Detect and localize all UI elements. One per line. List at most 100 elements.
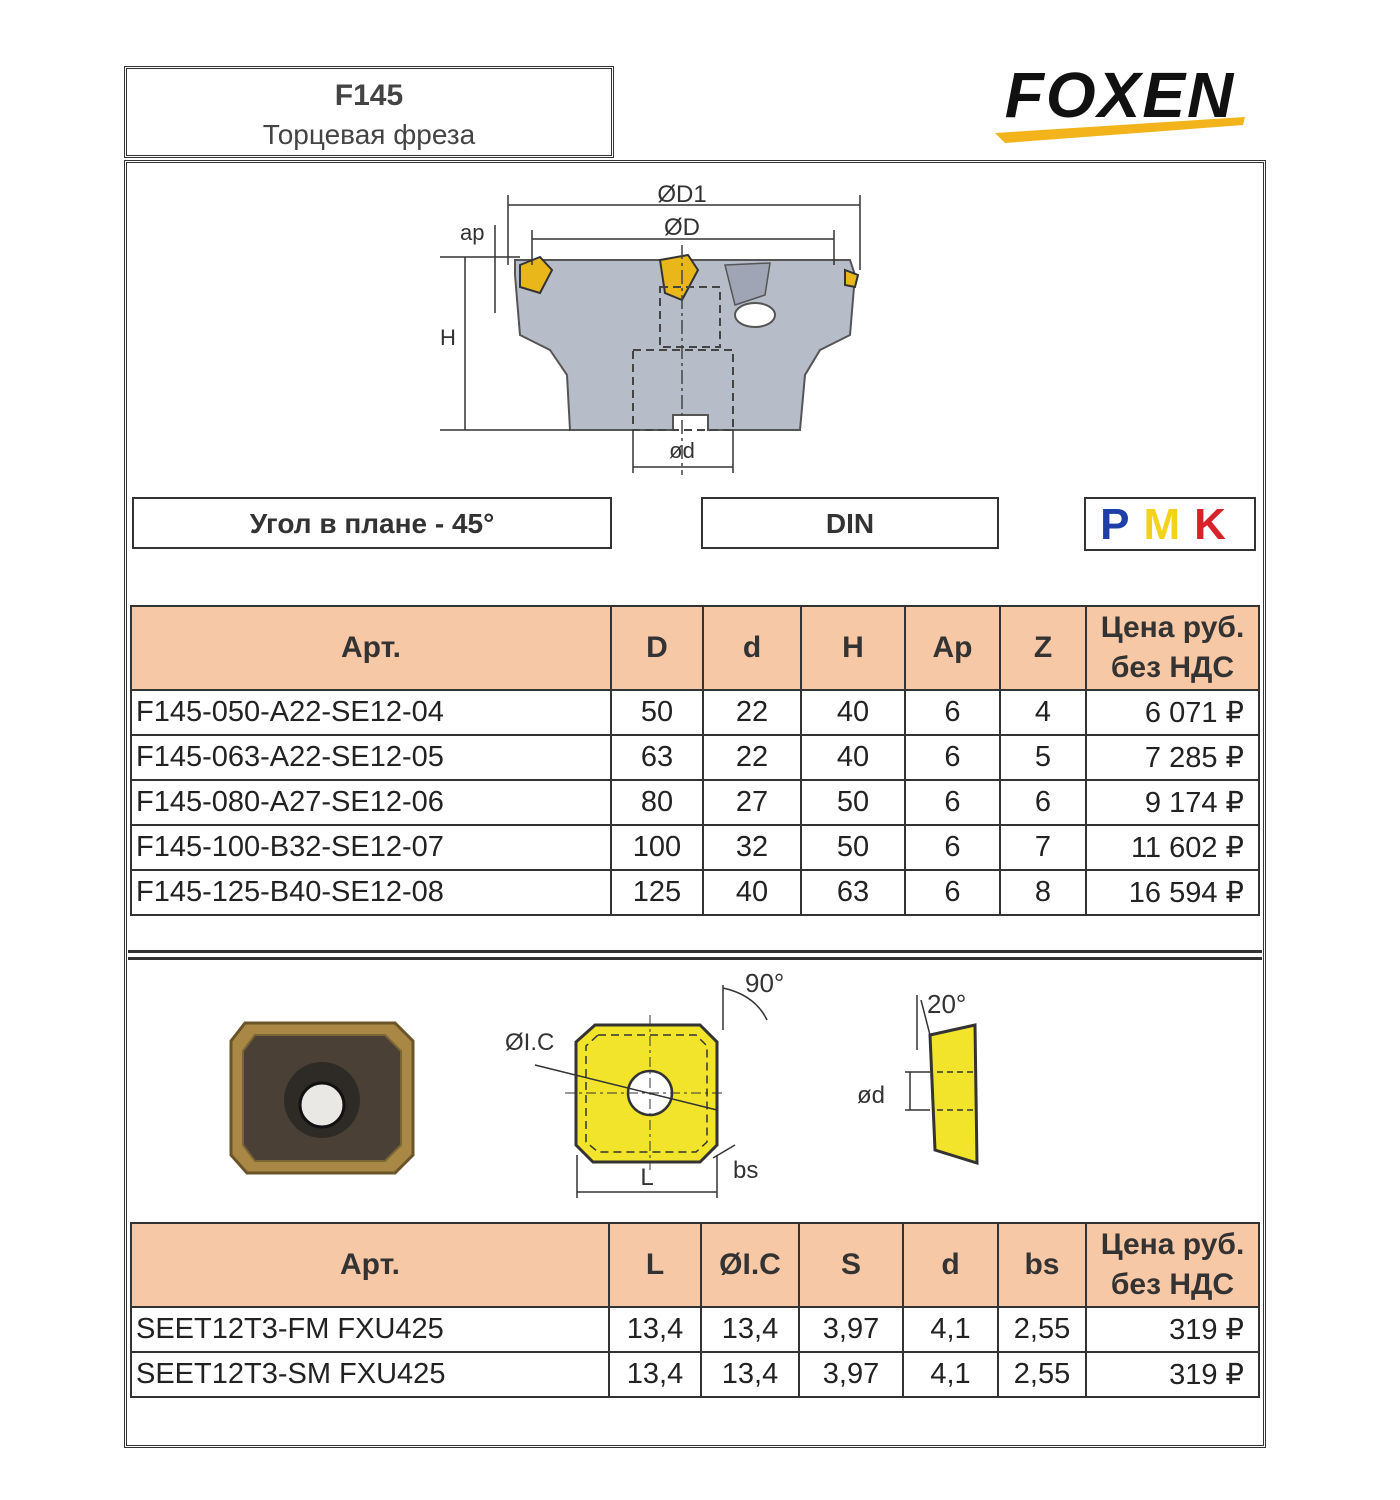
- insert-top-diagram: 90° ØI.C bs L: [505, 968, 784, 1198]
- col-bs: bs: [997, 1222, 1087, 1308]
- col-s: S: [798, 1222, 904, 1308]
- cell-s: 3,97: [798, 1306, 904, 1353]
- col-ic: ØI.C: [700, 1222, 800, 1308]
- table-row: F145-125-B40-SE12-08 125 40 63 6 8 16 59…: [130, 869, 1260, 916]
- product-code: F145: [334, 79, 404, 112]
- cell-ap: 6: [904, 779, 1001, 826]
- cell-ic: 13,4: [700, 1306, 800, 1353]
- col-price: Цена руб. без НДС: [1085, 1222, 1260, 1308]
- cell-z: 5: [999, 734, 1087, 781]
- angle-box: Угол в плане - 45°: [132, 497, 612, 549]
- label-angle20: 20°: [927, 989, 966, 1019]
- cell-d: 125: [610, 869, 704, 916]
- col-ap: Ap: [904, 605, 1001, 691]
- label-d: ØD: [664, 214, 700, 241]
- cell-art: SEET12T3-FM FXU425: [130, 1306, 610, 1353]
- cell-art: F145-080-A27-SE12-06: [130, 779, 612, 826]
- insert-side-diagram: 20° ød: [857, 989, 979, 1165]
- cell-art: SEET12T3-SM FXU425: [130, 1351, 610, 1398]
- insert-header-row: Арт. L ØI.C S d bs Цена руб. без НДС: [130, 1222, 1260, 1308]
- col-l: L: [608, 1222, 702, 1308]
- label-bore: ød: [669, 438, 695, 463]
- label-angle90: 90°: [745, 968, 784, 998]
- cell-price: 16 594 ₽: [1085, 869, 1260, 916]
- col-art: Арт.: [130, 1222, 610, 1308]
- label-side-d: ød: [857, 1082, 885, 1109]
- insert-right: [844, 268, 860, 289]
- cell-d: 80: [610, 779, 704, 826]
- material-box: PMK: [1084, 497, 1256, 551]
- table-row: SEET12T3-FM FXU425 13,4 13,4 3,97 4,1 2,…: [130, 1306, 1260, 1353]
- table-row: SEET12T3-SM FXU425 13,4 13,4 3,97 4,1 2,…: [130, 1351, 1260, 1398]
- cell-ap: 6: [904, 689, 1001, 736]
- cell-ic: 13,4: [700, 1351, 800, 1398]
- cell-bs: 2,55: [997, 1306, 1087, 1353]
- cell-price: 9 174 ₽: [1085, 779, 1260, 826]
- standard-box: DIN: [701, 497, 999, 549]
- cell-s: 3,97: [798, 1351, 904, 1398]
- cell-h: 63: [800, 869, 906, 916]
- cell-d: 63: [610, 734, 704, 781]
- col-d: D: [610, 605, 704, 691]
- cell-d: 50: [610, 689, 704, 736]
- standard-label: DIN: [825, 508, 875, 539]
- cell-ap: 6: [904, 734, 1001, 781]
- title-box: F145 Торцевая фреза: [124, 66, 614, 158]
- table-row: F145-080-A27-SE12-06 80 27 50 6 6 9 174 …: [130, 779, 1260, 826]
- cell-d: 4,1: [902, 1306, 999, 1353]
- cell-price: 319 ₽: [1085, 1351, 1260, 1398]
- face-mill-diagram: ØD1 ØD ap H ød: [440, 181, 861, 475]
- cell-z: 7: [999, 824, 1087, 871]
- cell-h: 40: [800, 734, 906, 781]
- col-h: H: [800, 605, 906, 691]
- section-divider: [128, 950, 1262, 960]
- cell-bore: 22: [702, 689, 802, 736]
- product-subtitle: Торцевая фреза: [262, 119, 476, 150]
- col-d: d: [902, 1222, 999, 1308]
- cutter-table: Арт. D d H Ap Z Цена руб. без НДС F145-0…: [130, 605, 1260, 916]
- cell-bore: 32: [702, 824, 802, 871]
- cell-price: 11 602 ₽: [1085, 824, 1260, 871]
- label-ap: ap: [460, 220, 484, 245]
- cell-ap: 6: [904, 869, 1001, 916]
- cell-price: 6 071 ₽: [1085, 689, 1260, 736]
- cell-d: 100: [610, 824, 704, 871]
- cell-h: 50: [800, 824, 906, 871]
- cell-d: 4,1: [902, 1351, 999, 1398]
- insert-table: Арт. L ØI.C S d bs Цена руб. без НДС SEE…: [130, 1222, 1260, 1398]
- foxen-logo: FOXEN: [995, 59, 1245, 143]
- cell-price: 7 285 ₽: [1085, 734, 1260, 781]
- insert-left: [519, 255, 554, 295]
- label-l: L: [640, 1164, 653, 1191]
- cell-art: F145-100-B32-SE12-07: [130, 824, 612, 871]
- cell-bore: 22: [702, 734, 802, 781]
- col-z: Z: [999, 605, 1087, 691]
- cell-bore: 27: [702, 779, 802, 826]
- material-k: K: [1194, 500, 1240, 549]
- material-p: P: [1100, 500, 1144, 549]
- table-row: F145-050-A22-SE12-04 50 22 40 6 4 6 071 …: [130, 689, 1260, 736]
- material-m: M: [1143, 500, 1195, 549]
- col-bore: d: [702, 605, 802, 691]
- table-row: F145-100-B32-SE12-07 100 32 50 6 7 11 60…: [130, 824, 1260, 871]
- label-ic: ØI.C: [505, 1029, 554, 1056]
- table-row: F145-063-A22-SE12-05 63 22 40 6 5 7 285 …: [130, 734, 1260, 781]
- label-bs: bs: [733, 1157, 758, 1184]
- label-h: H: [440, 325, 456, 350]
- cell-z: 6: [999, 779, 1087, 826]
- brand-text: FOXEN: [1005, 59, 1235, 131]
- cell-price: 319 ₽: [1085, 1306, 1260, 1353]
- col-art: Арт.: [130, 605, 612, 691]
- cell-art: F145-063-A22-SE12-05: [130, 734, 612, 781]
- insert-photo: [229, 1021, 415, 1175]
- cell-z: 8: [999, 869, 1087, 916]
- col-price: Цена руб. без НДС: [1085, 605, 1260, 691]
- label-d1: ØD1: [657, 181, 706, 208]
- cell-art: F145-125-B40-SE12-08: [130, 869, 612, 916]
- cell-ap: 6: [904, 824, 1001, 871]
- cell-art: F145-050-A22-SE12-04: [130, 689, 612, 736]
- cell-z: 4: [999, 689, 1087, 736]
- cell-l: 13,4: [608, 1351, 702, 1398]
- cell-bore: 40: [702, 869, 802, 916]
- cell-h: 40: [800, 689, 906, 736]
